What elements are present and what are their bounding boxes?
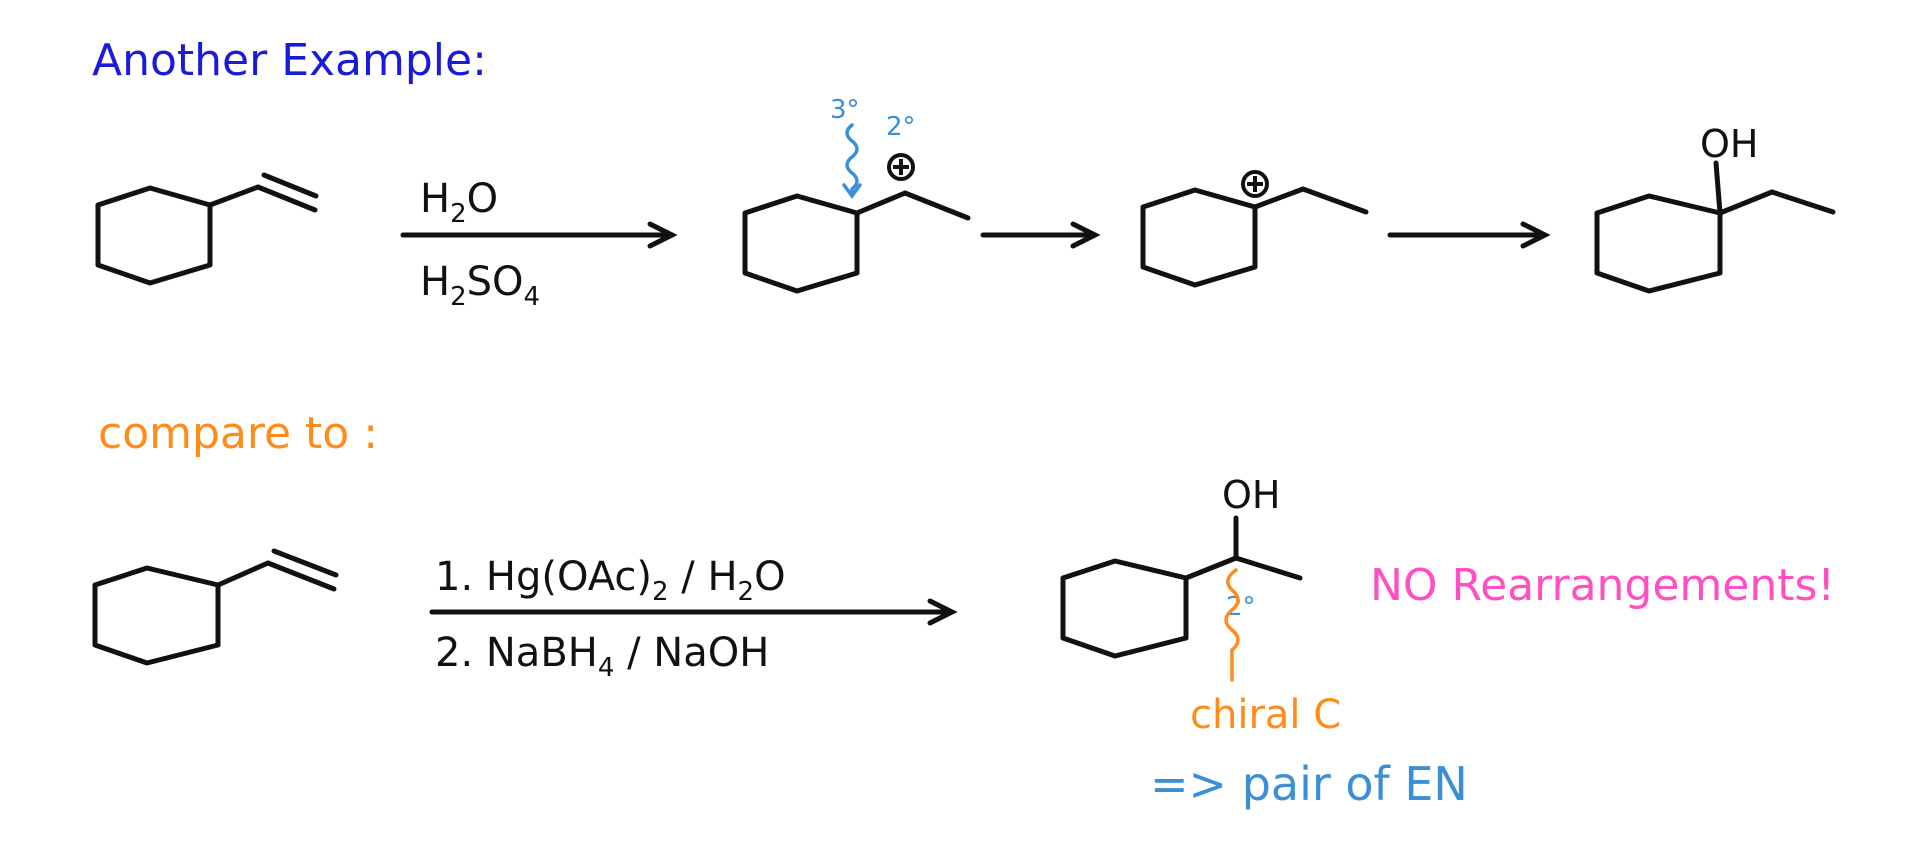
reaction-arrow-4	[429, 598, 958, 626]
secondary-label: 2°	[1226, 592, 1256, 622]
chiral-center-squiggle	[1224, 568, 1240, 682]
cyclohexane-ring	[1594, 193, 1723, 294]
tertiary-alcohol-product: OH	[1594, 122, 1836, 294]
methyl-bond	[1233, 555, 1303, 581]
hydroxyl-group: OH	[1222, 473, 1280, 517]
compare-label: compare to :	[98, 408, 378, 459]
cyclohexane-ring	[1060, 558, 1189, 659]
secondary-alcohol-product: OH 2°	[1060, 473, 1303, 682]
ethyl-bond	[1300, 186, 1369, 215]
reaction-arrow-1	[400, 221, 678, 249]
no-rearrangement-note: NO Rearrangements!	[1370, 560, 1835, 611]
enantiomer-note: => pair of EN	[1150, 757, 1468, 811]
ring-to-vinyl-bond	[215, 560, 271, 588]
tertiary-label: 3°	[830, 95, 860, 125]
ring-to-chain-bond	[854, 190, 908, 216]
c-oh-bond	[1713, 160, 1723, 216]
cyclohexane-ring	[95, 185, 213, 286]
vinyl-double-bond-a	[265, 560, 337, 592]
hydride-shift-arrowhead	[842, 183, 862, 199]
reagent-step-2: 2. NaBH4 / NaOH	[435, 630, 769, 683]
chain-bond	[902, 190, 971, 221]
ring-to-ethyl-bond	[1717, 189, 1775, 216]
reagent-sulfuric-acid: H2SO4	[420, 259, 540, 312]
reagent-water: H2O	[420, 176, 498, 229]
ring-to-carbinol-bond	[1183, 555, 1239, 581]
reagent-step-1: 1. Hg(OAc)2 / H2O	[435, 554, 786, 607]
vinyl-double-bond-b	[261, 172, 319, 199]
secondary-carbocation: 3° 2°	[742, 95, 971, 294]
hydride-shift-squiggle	[845, 123, 859, 196]
cyclohexane-ring	[1140, 187, 1258, 288]
chiral-carbon-label: chiral C	[1190, 692, 1341, 738]
secondary-label: 2°	[886, 112, 916, 142]
tertiary-carbocation	[1140, 170, 1369, 288]
ring-to-ethyl-bond	[1252, 186, 1306, 210]
cyclohexane-ring	[742, 193, 860, 294]
vinyl-double-bond-b	[271, 548, 339, 578]
positive-charge-icon	[1241, 170, 1269, 198]
reaction-arrow-2	[980, 221, 1101, 249]
positive-charge-icon	[887, 153, 915, 181]
ring-to-vinyl-bond	[207, 184, 261, 208]
ethyl-bond	[1769, 189, 1836, 215]
reaction-arrow-3	[1387, 221, 1551, 249]
cyclohexane-ring	[92, 565, 221, 666]
vinyl-double-bond-a	[255, 184, 318, 213]
hydroxyl-group: OH	[1700, 122, 1758, 166]
vinylcyclohexane-2	[92, 548, 339, 666]
vinylcyclohexane-1	[95, 172, 319, 286]
title: Another Example:	[92, 35, 487, 86]
